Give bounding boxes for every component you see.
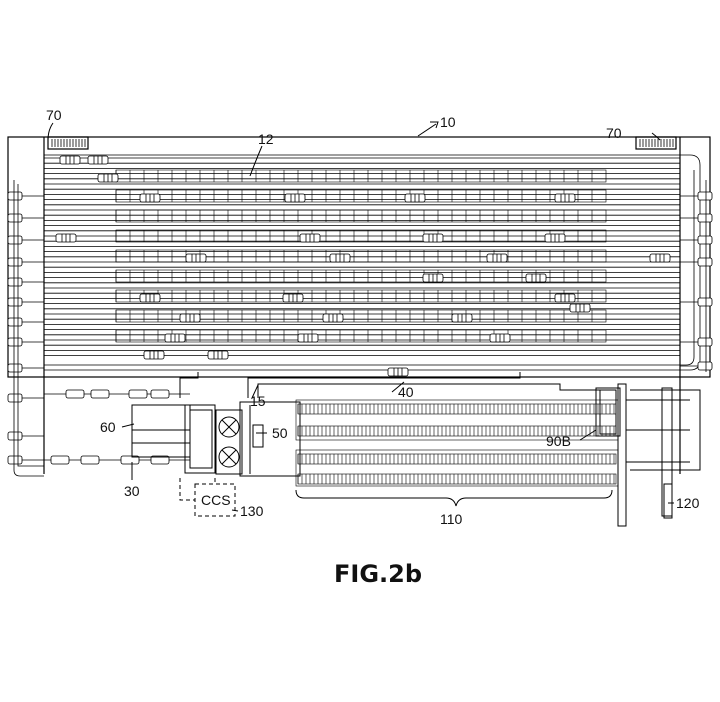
cable-clip	[697, 297, 713, 307]
cable-clip	[7, 363, 23, 373]
label-12: 12	[258, 131, 274, 147]
cable-connector	[90, 389, 110, 399]
cable-clip	[7, 297, 23, 307]
label-70-right: 70	[606, 125, 622, 141]
label-70-left: 70	[46, 107, 62, 123]
module-row	[115, 169, 607, 183]
cable-bundle	[13, 180, 44, 477]
label-90b: 90B	[546, 433, 571, 449]
label-40: 40	[398, 384, 414, 400]
rack-arrays	[295, 399, 619, 487]
label-130: 130	[240, 503, 264, 519]
cable-connector	[80, 455, 100, 465]
ccs-label: CCS	[201, 492, 231, 508]
lower-equipment	[131, 372, 600, 477]
module-row	[115, 189, 607, 203]
cable-bundle	[17, 184, 44, 467]
label-15: 15	[250, 393, 266, 409]
cable-clip	[697, 361, 713, 371]
cable-clip	[7, 235, 23, 245]
label-10: 10	[440, 114, 456, 130]
left-cables	[7, 180, 190, 477]
cable-connector	[150, 389, 170, 399]
outer-frame	[7, 136, 711, 474]
bus-rails	[44, 154, 701, 371]
cable-clip	[7, 277, 23, 287]
label-50: 50	[272, 425, 288, 441]
rail-loop	[44, 170, 695, 366]
cable-clip	[7, 337, 23, 347]
cable-clip	[7, 455, 23, 465]
rack-bracket	[295, 489, 613, 507]
callout-labels: 10 12 70 70 15 40 50 60 30 90B 110 120 1…	[46, 107, 700, 527]
corner-hatch	[51, 139, 674, 147]
cable-connector	[128, 389, 148, 399]
figure-caption: FIG.2b	[334, 560, 422, 588]
cable-clip	[7, 191, 23, 201]
cable-connector	[120, 455, 140, 465]
cable-clip	[7, 431, 23, 441]
cable-clip	[7, 213, 23, 223]
cable-clip	[697, 337, 713, 347]
cable-connector	[65, 389, 85, 399]
label-30: 30	[124, 483, 140, 499]
connectors	[55, 155, 671, 377]
label-60: 60	[100, 419, 116, 435]
cable-clip	[697, 213, 713, 223]
leader-lines	[47, 121, 674, 512]
output-unit	[595, 383, 701, 527]
ccs-box: CCS	[179, 478, 236, 517]
cable-clip	[697, 191, 713, 201]
cable-clip	[7, 257, 23, 267]
cable-connector	[50, 455, 70, 465]
label-110: 110	[440, 511, 463, 527]
cable-clip	[697, 257, 713, 267]
cable-clip	[697, 235, 713, 245]
cable-clip	[7, 393, 23, 403]
label-120: 120	[676, 495, 700, 511]
module-row	[115, 289, 607, 303]
cable-connector	[150, 455, 170, 465]
right-cables	[680, 180, 713, 372]
cable-clip	[7, 317, 23, 327]
rail-loop	[44, 154, 701, 371]
